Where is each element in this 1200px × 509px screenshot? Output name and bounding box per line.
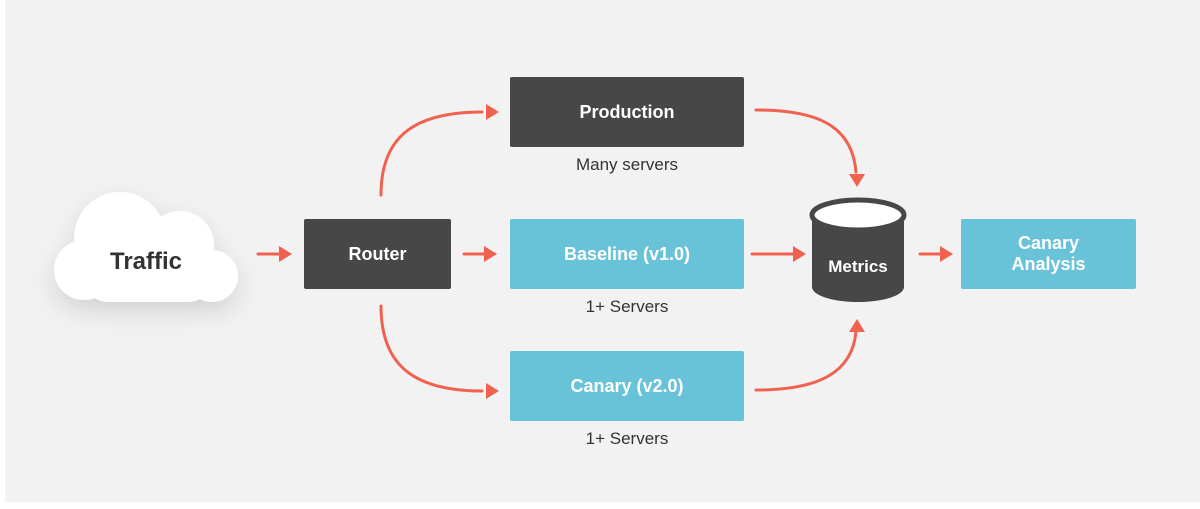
canary-label: Canary (v2.0): [570, 375, 684, 396]
arrow-router-to-production: [379, 110, 484, 197]
arrowhead-canary: [486, 383, 499, 399]
arrow-canary-to-metrics: [754, 330, 858, 392]
arrowhead-metrics-mid: [793, 246, 806, 262]
router-label: Router: [348, 243, 407, 264]
arrowhead-analysis: [940, 246, 953, 262]
arrowhead-production: [486, 104, 499, 120]
canary-analysis-label-line2: Analysis: [1011, 254, 1086, 274]
arrowhead-router: [279, 246, 292, 262]
baseline-label: Baseline (v1.0): [563, 243, 691, 264]
arrowhead-metrics-top: [849, 174, 865, 187]
canary-box: Canary (v2.0): [510, 351, 744, 421]
arrow-production-to-metrics: [754, 108, 858, 174]
database-icon: [809, 197, 907, 302]
canary-analysis-box: Canary Analysis: [961, 219, 1136, 289]
arrowhead-metrics-bottom: [849, 319, 865, 332]
baseline-caption: 1+ Servers: [585, 297, 669, 316]
canary-caption: 1+ Servers: [585, 429, 669, 448]
arrow-router-to-canary: [379, 304, 484, 393]
arrowhead-baseline: [484, 246, 497, 262]
traffic-label: Traffic: [110, 248, 183, 275]
canary-analysis-label-line1: Canary: [1017, 233, 1080, 253]
baseline-box: Baseline (v1.0): [510, 219, 744, 289]
router-box: Router: [304, 219, 451, 289]
production-label: Production: [579, 101, 675, 122]
production-caption: Many servers: [575, 155, 679, 174]
cloud-icon: [54, 192, 238, 302]
metrics-label: Metrics: [828, 257, 888, 276]
production-box: Production: [510, 77, 744, 147]
